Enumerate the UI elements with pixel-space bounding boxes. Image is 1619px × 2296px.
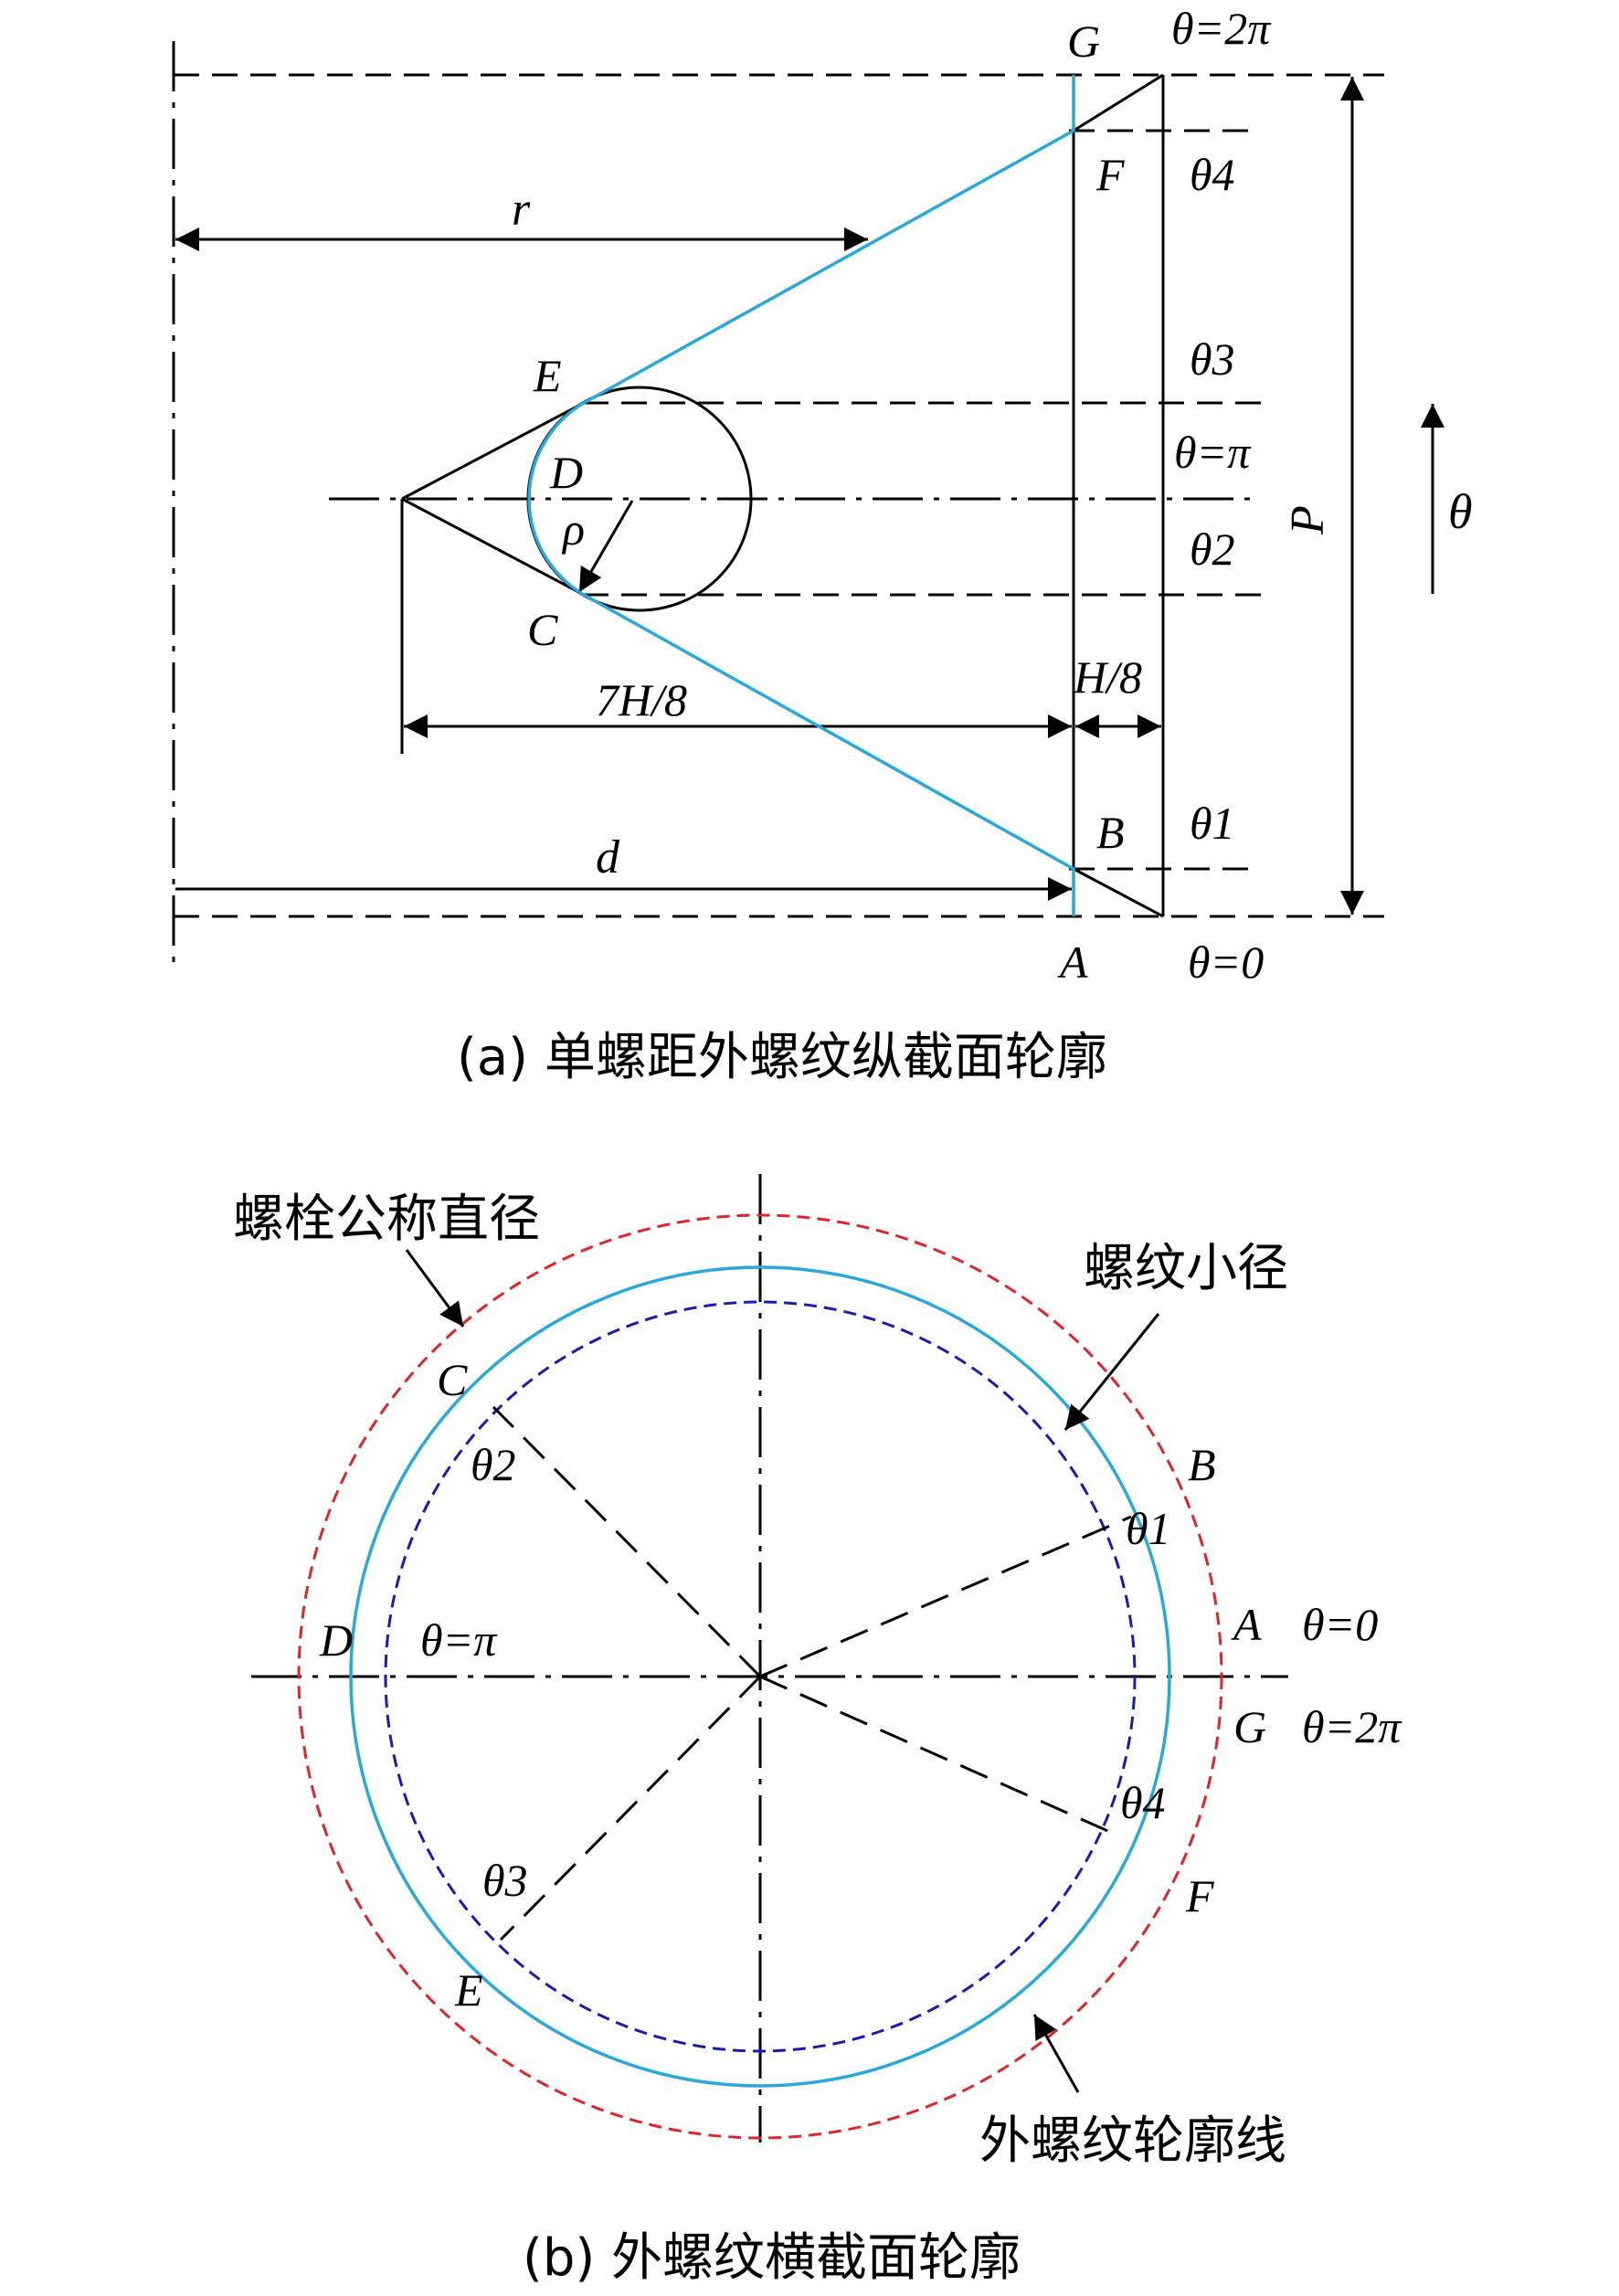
- point-b-label: B: [1096, 807, 1125, 858]
- d-label: d: [596, 831, 620, 883]
- theta-2pi-label: θ=2π: [1171, 3, 1272, 54]
- radial-line-e: [499, 1675, 762, 1942]
- top-chamfer-line: [1073, 73, 1164, 132]
- thread-profile-path: [527, 75, 1075, 916]
- theta4-label: θ4: [1190, 149, 1235, 200]
- profile-line-arrow: [1032, 2014, 1080, 2093]
- p-label: P: [1282, 505, 1334, 535]
- radial-line-f: [759, 1675, 1121, 1838]
- point-a-label: A: [1057, 936, 1088, 988]
- theta-0-label-b: θ=0: [1302, 1599, 1378, 1650]
- point-g-label-b: G: [1233, 1701, 1266, 1752]
- point-f-label-b: F: [1185, 1870, 1214, 1921]
- nominal-diameter-circle: [297, 1213, 1223, 2140]
- point-c-label: C: [527, 604, 558, 655]
- point-e-label: E: [533, 350, 562, 401]
- minor-diameter-arrow: [1063, 1313, 1160, 1431]
- point-e-label-b: E: [454, 1964, 483, 2016]
- panel-b-labels: 螺栓公称直径 螺纹小径 外螺纹轮廓线 C θ2 B θ1 D θ=π A θ=0…: [233, 1190, 1402, 2288]
- seven-h-label: 7H/8: [596, 674, 687, 725]
- theta1-label-b: θ1: [1126, 1503, 1171, 1554]
- theta-0-label: θ=0: [1188, 936, 1264, 988]
- theta4-label-b: θ4: [1120, 1777, 1166, 1828]
- apex-upper-line: [401, 401, 585, 501]
- minor-diameter-circle: [384, 1300, 1137, 2053]
- thread-profile-circle: [349, 1265, 1171, 2088]
- apex-lower-line: [401, 497, 585, 597]
- theta2-label: θ2: [1190, 524, 1235, 575]
- panel-a-labels: G F E D ρ C B A r d 7H/8 H/8 P θ=2π θ4 θ…: [457, 3, 1473, 1087]
- radial-line-b: [759, 1515, 1132, 1678]
- point-a-label-b: A: [1231, 1599, 1262, 1650]
- panel-a-thread-profile: [527, 75, 1075, 916]
- point-d-label: D: [549, 447, 583, 498]
- panel-b-caption: (b) 外螺纹横截面轮廓: [523, 2228, 1021, 2288]
- point-d-label-b: D: [319, 1614, 353, 1666]
- point-g-label: G: [1067, 16, 1100, 67]
- rho-radius-arrow: [577, 500, 634, 593]
- panel-a-caption: (a) 单螺距外螺纹纵截面轮廓: [457, 1028, 1107, 1087]
- theta-2pi-label-b: θ=2π: [1302, 1701, 1402, 1752]
- theta2-label-b: θ2: [471, 1439, 516, 1490]
- theta-direction-label: θ: [1448, 484, 1473, 539]
- panel-b-cross-section: [251, 1174, 1288, 2143]
- r-label: r: [512, 184, 531, 236]
- panel-a-longitudinal-section: [172, 41, 1444, 964]
- bottom-chamfer-line: [1073, 867, 1164, 918]
- theta1-label: θ1: [1190, 798, 1235, 849]
- point-c-label-b: C: [437, 1354, 468, 1405]
- theta3-label-b: θ3: [482, 1855, 528, 1906]
- radial-line-c: [492, 1405, 762, 1678]
- theta-pi-label-b: θ=π: [420, 1614, 498, 1666]
- theta-pi-label: θ=π: [1174, 427, 1252, 478]
- nominal-diameter-label: 螺栓公称直径: [233, 1190, 540, 1249]
- point-b-label-b: B: [1188, 1439, 1216, 1490]
- thread-profile-label: 外螺纹轮廓线: [979, 2111, 1286, 2171]
- radial-lines: [492, 1405, 1132, 1942]
- minor-diameter-label: 螺纹小径: [1084, 1239, 1288, 1298]
- rho-label: ρ: [561, 503, 585, 555]
- theta3-label: θ3: [1190, 333, 1235, 385]
- h8-label: H/8: [1073, 651, 1142, 703]
- nominal-diameter-arrow: [405, 1249, 465, 1328]
- point-f-label: F: [1095, 149, 1125, 200]
